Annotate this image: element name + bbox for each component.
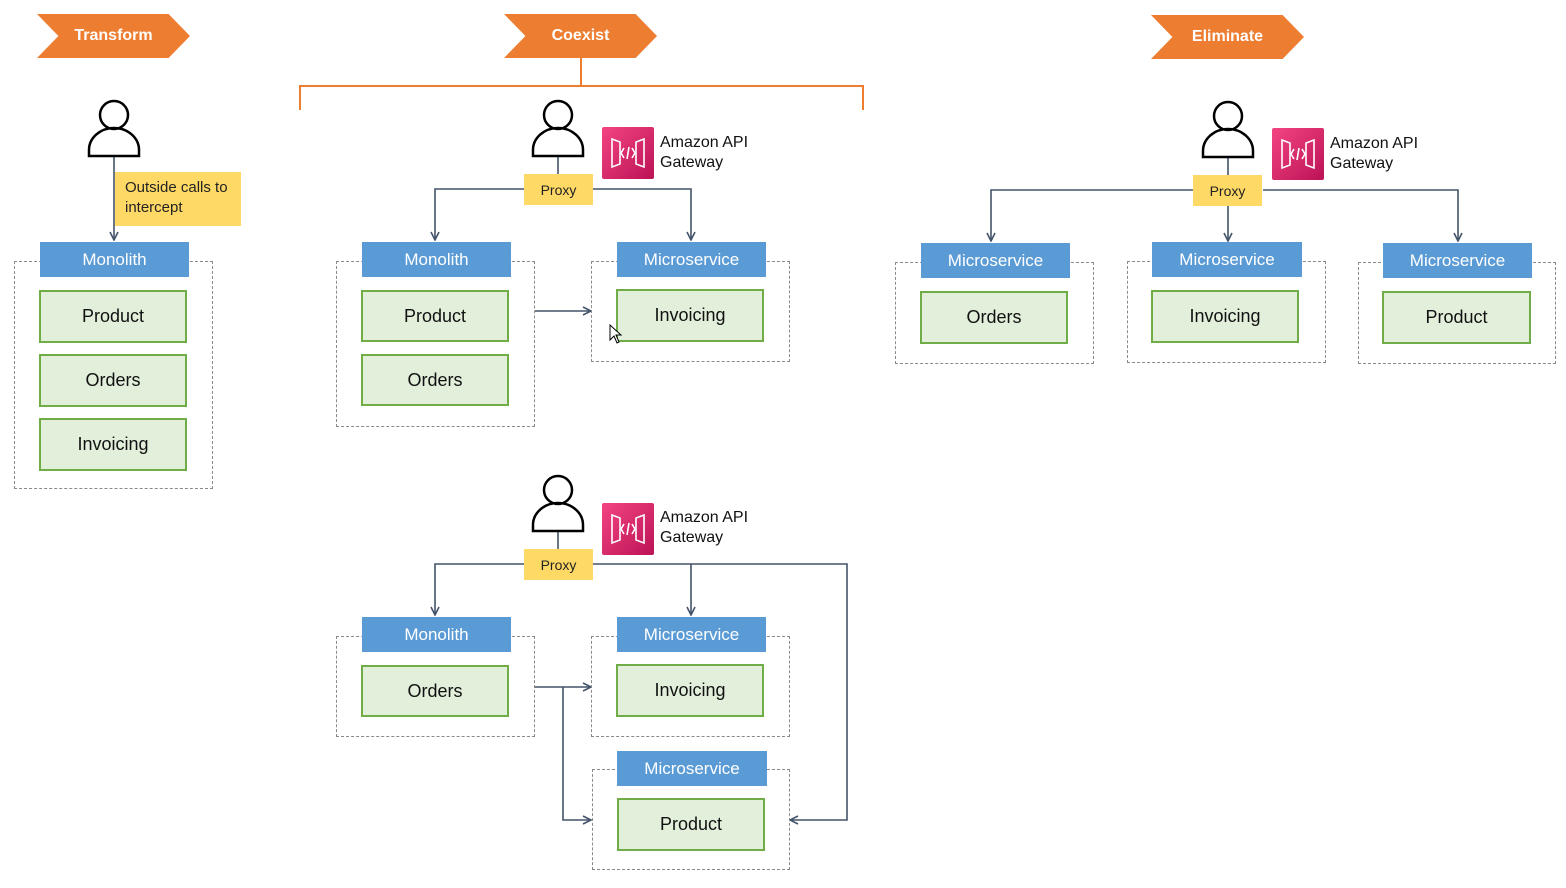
api-gateway-icon	[1272, 128, 1324, 180]
module-invoicing: Invoicing	[39, 418, 187, 471]
api-gateway-icon	[602, 503, 654, 555]
outside-calls-note: Outside calls to intercept	[115, 172, 241, 226]
module-product: Product	[617, 798, 765, 851]
module-orders: Orders	[920, 291, 1068, 344]
arrow-proxy3-to-orders	[991, 189, 1193, 241]
phase-eliminate: Eliminate	[1151, 15, 1304, 59]
module-invoicing: Invoicing	[616, 289, 764, 342]
module-orders: Orders	[39, 354, 187, 407]
proxy-box: Proxy	[524, 174, 593, 205]
proxy-box: Proxy	[524, 549, 593, 580]
arrow-proxy2-to-monolith	[435, 563, 524, 615]
user-icon	[87, 99, 141, 158]
monolith-header: Monolith	[40, 242, 189, 277]
phase-coexist: Coexist	[504, 14, 657, 58]
arrow-proxy-to-monolith	[435, 188, 524, 240]
arrow-monolith2-to-product	[562, 687, 591, 820]
microservice-header: Microservice	[617, 751, 767, 786]
api-gateway-label: Amazon API Gateway	[660, 134, 749, 171]
module-orders: Orders	[361, 354, 509, 406]
phase-transform: Transform	[37, 14, 190, 58]
module-invoicing: Invoicing	[1151, 290, 1299, 343]
microservice-header: Microservice	[921, 243, 1070, 278]
mouse-cursor-icon	[609, 324, 623, 344]
monolith-header: Monolith	[362, 617, 511, 652]
microservice-header: Microservice	[617, 617, 766, 652]
proxy-box: Proxy	[1193, 175, 1262, 206]
api-gateway-label: Amazon API Gateway	[1330, 135, 1419, 172]
microservice-header: Microservice	[617, 242, 766, 277]
module-orders: Orders	[361, 665, 509, 717]
user-icon	[1201, 100, 1255, 159]
module-product: Product	[1382, 291, 1531, 344]
user-icon	[531, 99, 585, 158]
api-gateway-icon	[602, 127, 654, 179]
module-product: Product	[361, 290, 509, 342]
arrow-proxy3-to-product	[1263, 189, 1458, 241]
api-gateway-label: Amazon API Gateway	[660, 509, 749, 546]
microservice-header: Microservice	[1152, 242, 1302, 277]
microservice-header: Microservice	[1383, 243, 1532, 278]
arrow-proxy-to-microservice	[593, 188, 691, 240]
arrow-proxy2-to-product	[691, 563, 848, 820]
user-icon	[531, 474, 585, 533]
monolith-header: Monolith	[362, 242, 511, 277]
coexist-bracket	[299, 58, 864, 110]
arrow-proxy2-to-microservice	[593, 563, 691, 615]
module-invoicing: Invoicing	[616, 664, 764, 717]
module-product: Product	[39, 290, 187, 343]
